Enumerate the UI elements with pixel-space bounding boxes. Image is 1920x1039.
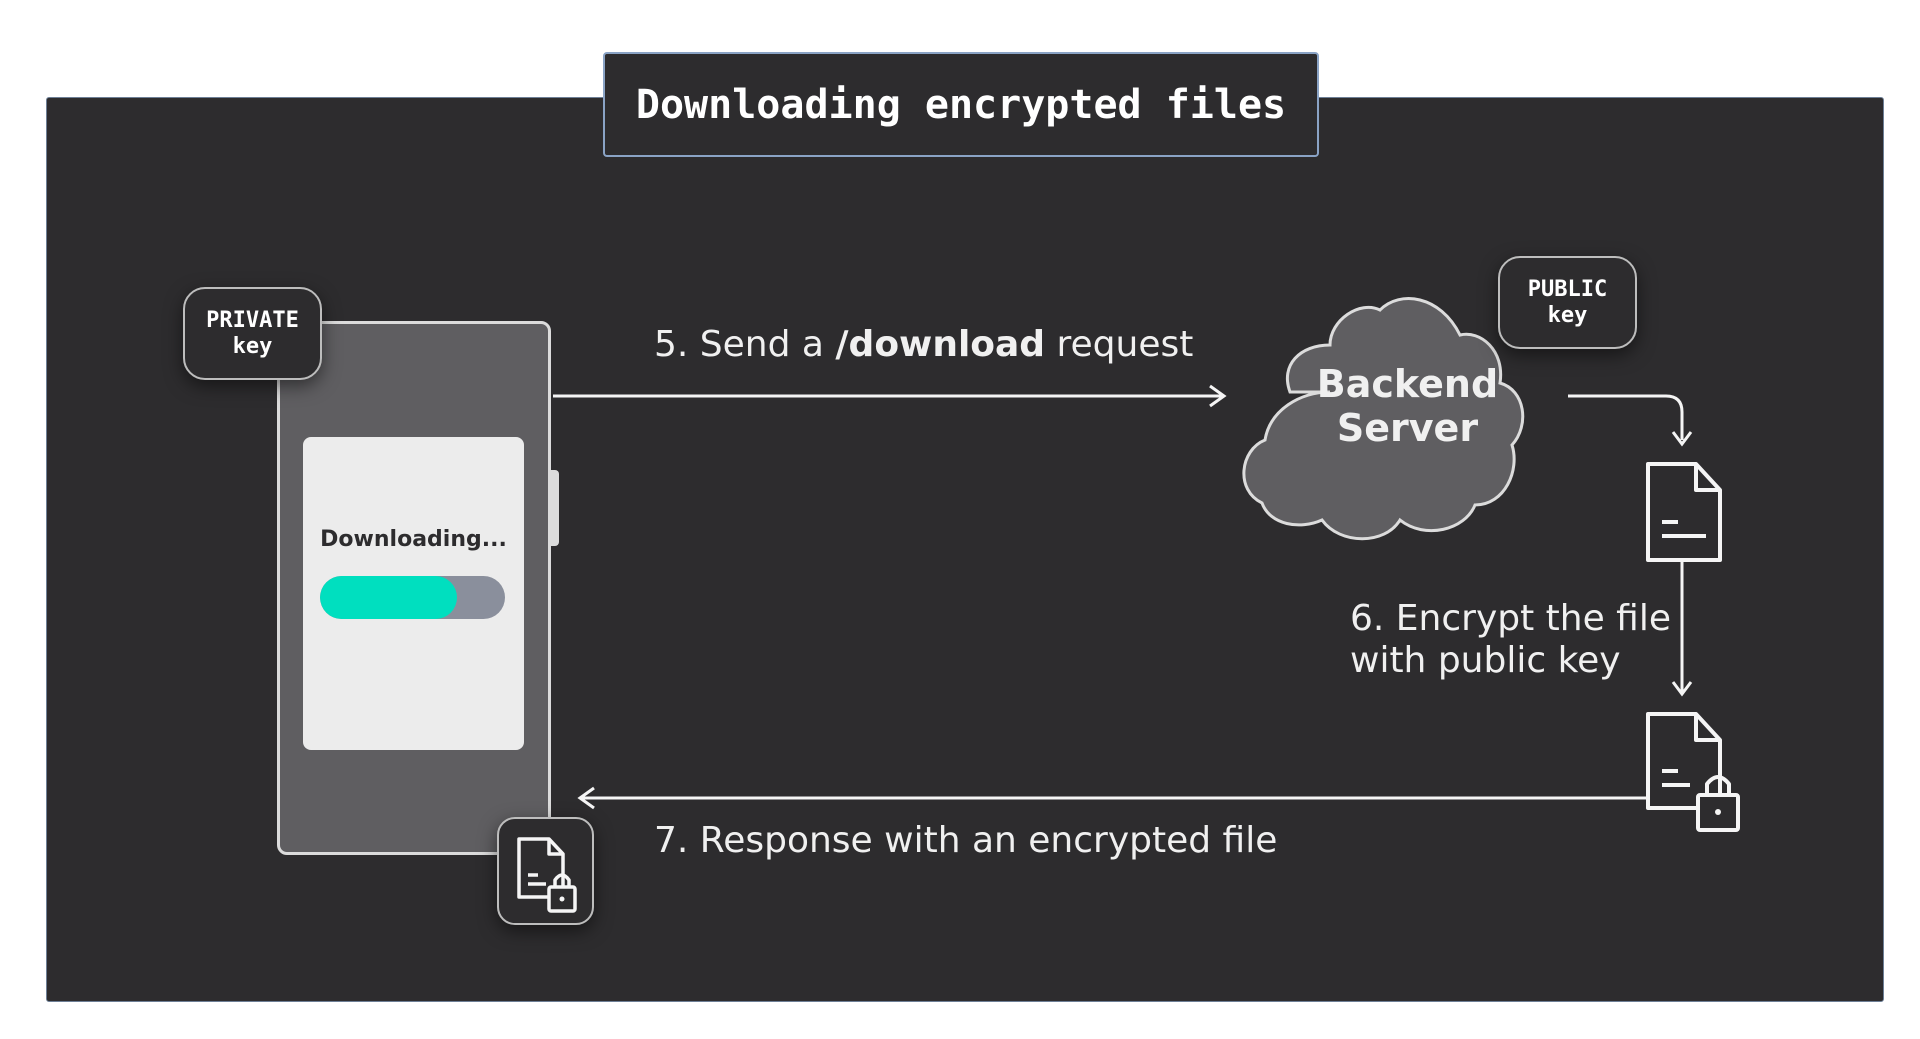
download-progress-fill [320,576,457,619]
phone-side-button [549,470,559,546]
download-progress-bar [320,576,505,619]
private-key-line2: key [232,333,273,359]
arrow-left-icon [577,786,1646,810]
download-status-text: Downloading... [320,527,507,552]
private-key-badge: PRIVATE key [183,287,322,380]
arrow-down-icon [1568,394,1693,447]
step-6-label: 6. Encrypt the file with public key [1350,598,1671,682]
step-6-line2: with public key [1350,640,1621,681]
arrow-down-icon [1671,562,1693,697]
document-icon [1646,462,1722,562]
step-5-endpoint: /download [835,324,1046,365]
locked-document-icon [1646,712,1740,832]
cloud-icon [1242,297,1525,541]
diagram-title: Downloading encrypted files [635,81,1287,128]
step-5-label: 5. Send a /download request [654,324,1193,365]
step-7-label: 7. Response with an encrypted file [654,820,1278,861]
server-line1: Backend [1316,362,1499,406]
public-key-line2: key [1547,302,1588,328]
encrypted-file-badge [497,817,594,925]
private-key-line1: PRIVATE [206,307,299,333]
diagram-title-box: Downloading encrypted files [603,52,1319,157]
step-6-line1: 6. Encrypt the file [1350,598,1672,639]
locked-document-icon [517,837,577,913]
public-key-line1: PUBLIC [1527,276,1608,302]
server-line2: Server [1336,406,1479,450]
step-5-prefix: 5. Send a [654,324,836,365]
public-key-badge: PUBLIC key [1498,256,1637,349]
arrow-right-icon [553,384,1227,408]
step-5-suffix: request [1045,324,1194,365]
backend-server-label: Backend Server [1245,362,1570,450]
